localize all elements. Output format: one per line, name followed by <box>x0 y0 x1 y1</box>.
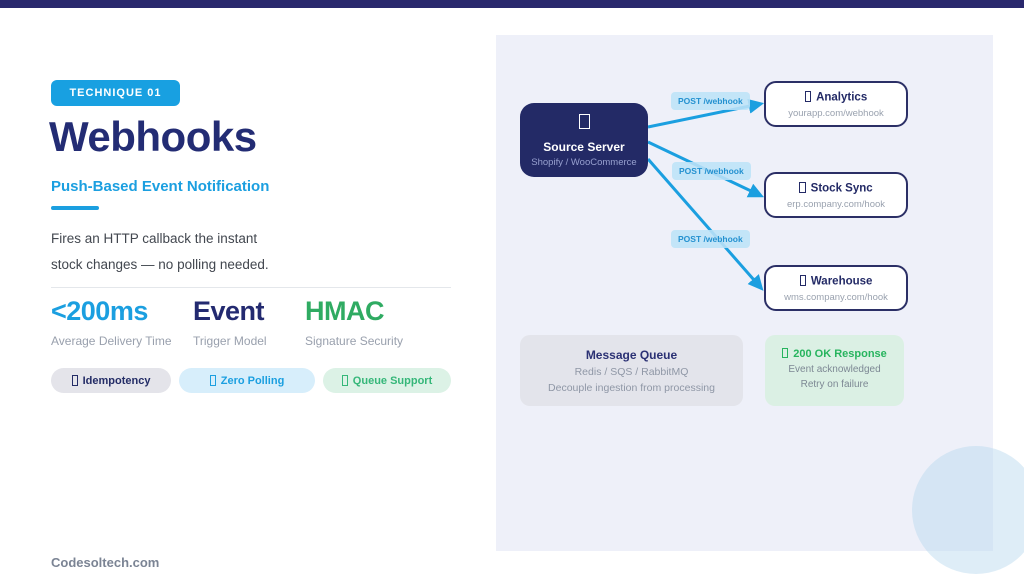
footer-domain: Codesoltech.com <box>51 555 160 570</box>
decorative-circle <box>912 446 1024 574</box>
stat-value: HMAC <box>305 296 385 326</box>
stat-label: Trigger Model <box>193 334 267 348</box>
pill-idempotency: Idempotency <box>51 368 171 393</box>
stat-delivery-time: <200ms Average Delivery Time <box>51 296 193 348</box>
source-server-node: Source Server Shopify / WooCommerce <box>520 103 648 177</box>
description-line: Fires an HTTP callback the instant <box>51 231 258 246</box>
missing-glyph-icon <box>71 375 78 386</box>
missing-glyph-icon <box>341 375 348 386</box>
response-title: 200 OK Response <box>765 348 904 360</box>
pill-zero-polling: Zero Polling <box>179 368 315 393</box>
endpoint-title-text: Analytics <box>816 91 868 104</box>
queue-title: Message Queue <box>585 348 678 362</box>
endpoint-url: erp.company.com/hook <box>786 198 886 210</box>
pill-queue-support: Queue Support <box>323 368 451 393</box>
message-queue-node: Message Queue Redis / SQS / RabbitMQ Dec… <box>520 335 743 406</box>
endpoint-url: yourapp.com/webhook <box>788 107 884 119</box>
missing-glyph-icon <box>799 182 806 193</box>
diagram-panel: Source Server Shopify / WooCommerce POST… <box>496 35 993 551</box>
endpoint-url: wms.company.com/hook <box>784 291 888 303</box>
missing-glyph-icon <box>782 348 789 359</box>
stats-row: <200ms Average Delivery Time Event Trigg… <box>51 296 403 348</box>
pill-label: Zero Polling <box>220 374 285 387</box>
endpoint-title: Stock Sync <box>766 182 906 195</box>
description-line: stock changes — no polling needed. <box>51 257 269 272</box>
missing-glyph-icon <box>209 375 216 386</box>
pill-label: Queue Support <box>352 374 433 387</box>
page-subtitle: Push-Based Event Notification <box>51 178 270 195</box>
stat-value: <200ms <box>51 296 148 326</box>
endpoint-title-text: Warehouse <box>810 275 873 288</box>
response-line: Event acknowledged <box>788 364 881 376</box>
queue-line: Decouple ingestion from processing <box>548 382 715 394</box>
endpoint-title: Analytics <box>766 91 906 104</box>
top-accent-bar <box>0 0 1024 8</box>
page-title: Webhooks <box>49 113 257 160</box>
arrow-label-post-webhook: POST /webhook <box>671 230 750 248</box>
response-title-text: 200 OK Response <box>793 348 887 361</box>
source-server-title: Source Server <box>543 140 625 154</box>
arrow-label-post-webhook: POST /webhook <box>671 92 750 110</box>
stat-value: Event <box>193 296 265 326</box>
missing-glyph-icon <box>578 114 590 129</box>
subtitle-underline <box>51 206 99 210</box>
endpoint-stock-sync-node: Stock Sync erp.company.com/hook <box>764 172 908 218</box>
ok-response-node: 200 OK Response Event acknowledged Retry… <box>765 335 904 406</box>
section-divider <box>51 287 451 288</box>
response-line: Retry on failure <box>800 379 869 391</box>
missing-glyph-icon <box>799 275 806 286</box>
pill-label: Idempotency <box>82 374 151 387</box>
queue-line: Redis / SQS / RabbitMQ <box>574 366 689 378</box>
stat-label: Signature Security <box>305 334 404 348</box>
endpoint-title: Warehouse <box>766 275 906 288</box>
stat-label: Average Delivery Time <box>51 334 172 348</box>
arrow-label-post-webhook: POST /webhook <box>672 162 751 180</box>
endpoint-warehouse-node: Warehouse wms.company.com/hook <box>764 265 908 311</box>
description-text: Fires an HTTP callback the instant stock… <box>51 226 269 278</box>
stat-signature-security: HMAC Signature Security <box>305 296 403 348</box>
source-server-subtitle: Shopify / WooCommerce <box>531 157 637 168</box>
stat-trigger-model: Event Trigger Model <box>193 296 305 348</box>
endpoint-analytics-node: Analytics yourapp.com/webhook <box>764 81 908 127</box>
endpoint-title-text: Stock Sync <box>810 182 873 195</box>
technique-badge: TECHNIQUE 01 <box>51 80 180 106</box>
feature-pills: Idempotency Zero Polling Queue Support <box>51 368 451 393</box>
missing-glyph-icon <box>804 91 812 102</box>
